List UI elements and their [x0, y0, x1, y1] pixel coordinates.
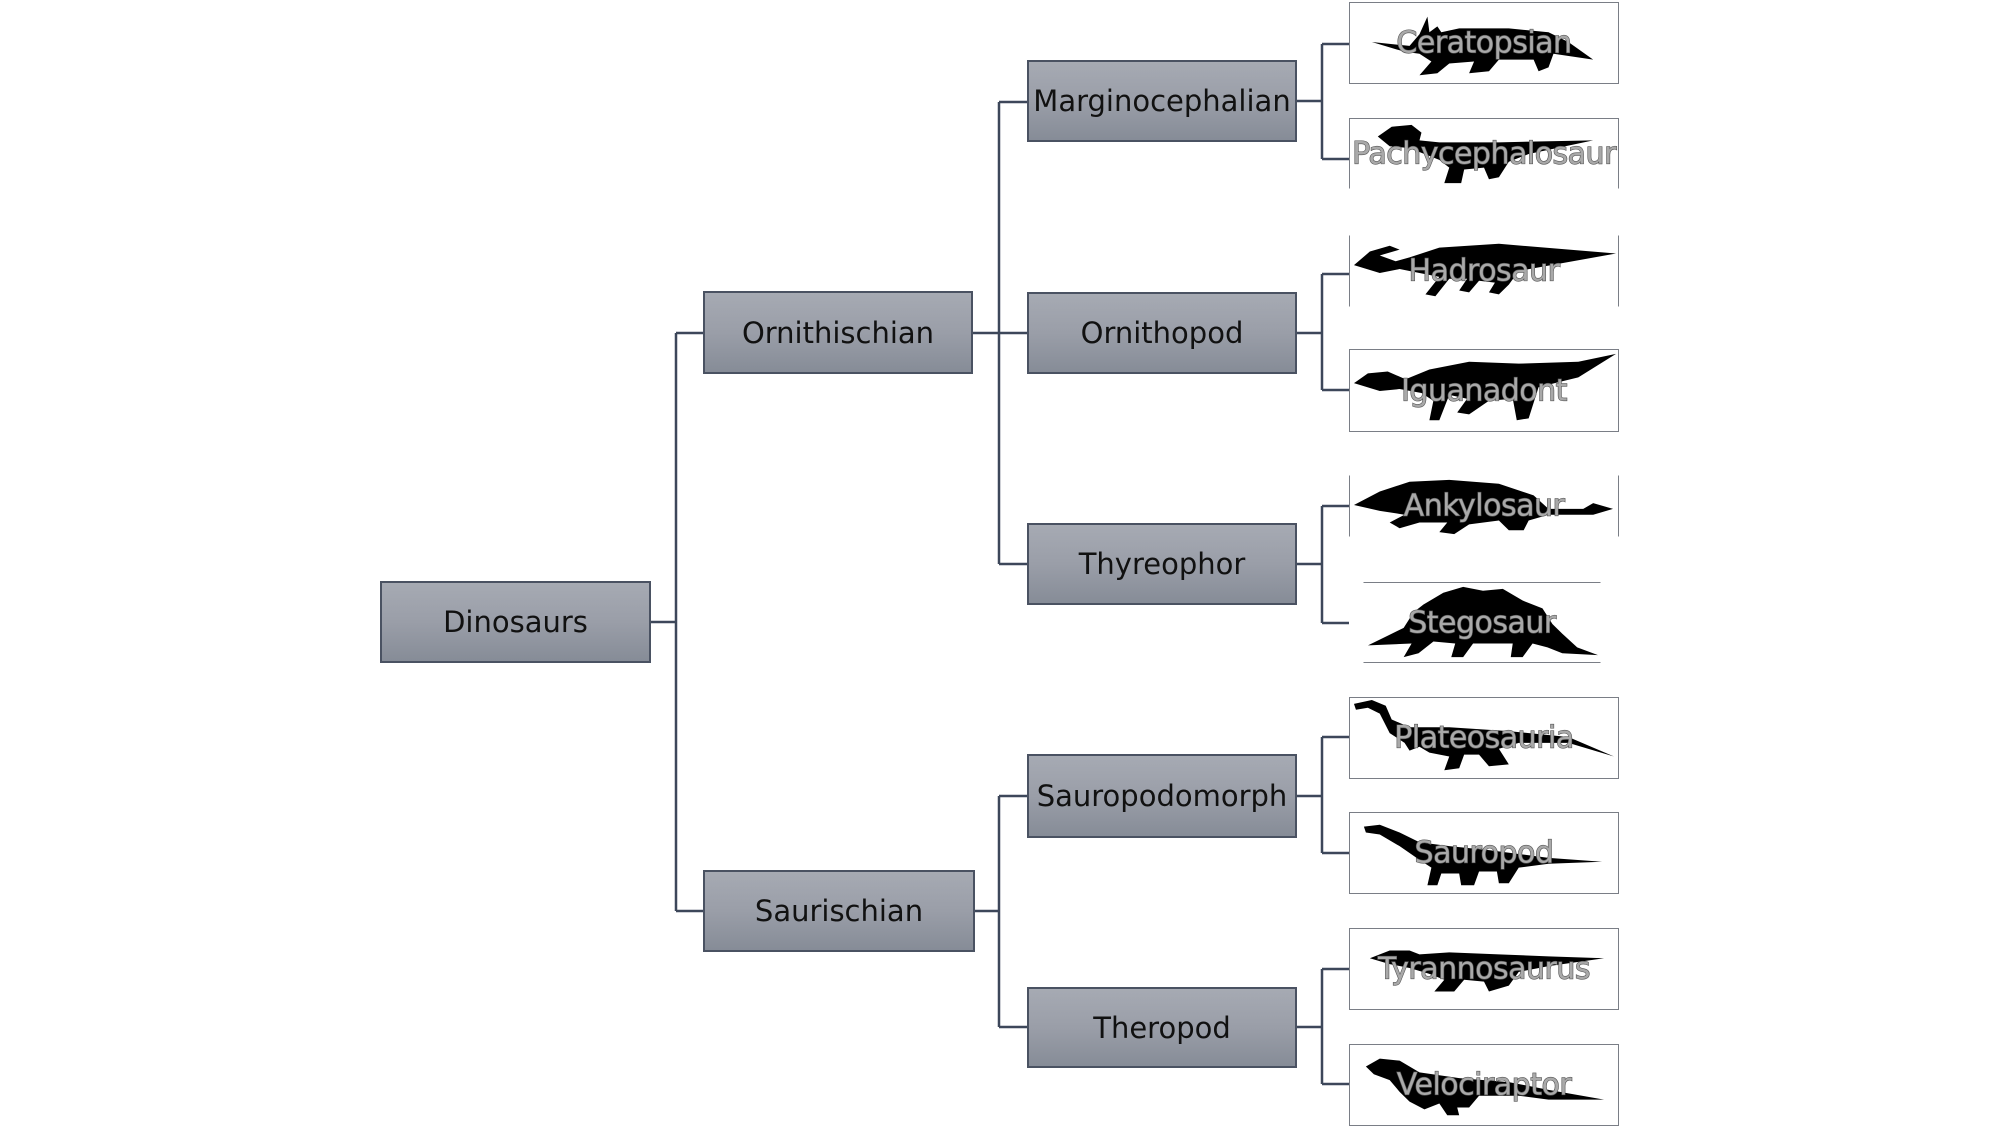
- node-saurischian[interactable]: Saurischian: [703, 870, 975, 952]
- leaf-ankylosaur[interactable]: Ankylosaur: [1349, 475, 1619, 537]
- leaf-label: Ankylosaur: [1403, 488, 1565, 524]
- leaf-pachycephalosaur[interactable]: Pachycephalosaur: [1349, 118, 1619, 189]
- node-ornithopod[interactable]: Ornithopod: [1027, 292, 1297, 374]
- sauropod-silhouette-icon: [1363, 824, 1603, 886]
- iguanadont-silhouette-icon: [1353, 353, 1617, 421]
- leaf-sauropod[interactable]: Sauropod: [1349, 812, 1619, 894]
- velociraptor-silhouette-icon: [1365, 1058, 1605, 1116]
- connector-ornithopod-leaves: [1297, 272, 1349, 392]
- node-sauropodomorph[interactable]: Sauropodomorph: [1027, 754, 1297, 838]
- node-label: Thyreophor: [1078, 547, 1246, 581]
- ankylosaur-silhouette-icon: [1353, 479, 1614, 535]
- connector-theropod-leaves: [1297, 967, 1349, 1086]
- leaf-label: Velociraptor: [1396, 1067, 1572, 1103]
- plateosauria-silhouette-icon: [1353, 699, 1615, 771]
- connector-ornithischian-suborders: [973, 100, 1027, 566]
- connector-sauropodomorph-leaves: [1297, 735, 1349, 855]
- leaf-label: Plateosauria: [1394, 720, 1575, 756]
- node-ornithischian[interactable]: Ornithischian: [703, 291, 973, 374]
- node-dinosaurs[interactable]: Dinosaurs: [380, 581, 651, 663]
- connector-thyreophor-leaves: [1297, 504, 1349, 625]
- connector-saurischian-suborders: [975, 794, 1027, 1029]
- leaf-label: Hadrosaur: [1408, 253, 1561, 289]
- leaf-label: Pachycephalosaur: [1351, 135, 1617, 171]
- node-label: Marginocephalian: [1033, 84, 1291, 118]
- pachycephalosaur-silhouette-icon: [1377, 124, 1594, 184]
- stegosaur-silhouette-icon: [1367, 586, 1599, 658]
- hadrosaur-silhouette-icon: [1353, 243, 1617, 297]
- connector-marginocephalian-leaves: [1297, 42, 1349, 161]
- leaf-label: Stegosaur: [1408, 604, 1557, 640]
- leaf-plateosauria[interactable]: Plateosauria: [1349, 697, 1619, 779]
- node-marginocephalian[interactable]: Marginocephalian: [1027, 60, 1297, 142]
- node-thyreophor[interactable]: Thyreophor: [1027, 523, 1297, 605]
- leaf-label: Sauropod: [1414, 835, 1555, 871]
- node-label: Theropod: [1093, 1010, 1231, 1045]
- node-label: Ornithischian: [741, 315, 935, 350]
- leaf-hadrosaur[interactable]: Hadrosaur: [1349, 235, 1619, 307]
- leaf-tyrannosaurus[interactable]: Tyrannosaurus: [1349, 928, 1619, 1010]
- node-label: Saurischian: [754, 894, 924, 928]
- node-label: Ornithopod: [1080, 316, 1244, 350]
- connector-root-orders: [651, 331, 703, 913]
- leaf-iguanadont[interactable]: Iguanadont: [1349, 349, 1619, 432]
- tyrannosaurus-silhouette-icon: [1369, 950, 1605, 992]
- leaf-velociraptor[interactable]: Velociraptor: [1349, 1044, 1619, 1126]
- ceratopsian-silhouette-icon: [1371, 16, 1594, 76]
- leaf-label: Iguanadont: [1400, 372, 1568, 408]
- leaf-label: Ceratopsian: [1396, 25, 1573, 61]
- leaf-stegosaur[interactable]: Stegosaur: [1363, 582, 1601, 663]
- leaf-label: Tyrannosaurus: [1377, 951, 1591, 987]
- leaf-ceratopsian[interactable]: Ceratopsian: [1349, 2, 1619, 84]
- node-label: Dinosaurs: [443, 605, 588, 639]
- node-label: Sauropodomorph: [1036, 779, 1288, 813]
- node-theropod[interactable]: Theropod: [1027, 987, 1297, 1068]
